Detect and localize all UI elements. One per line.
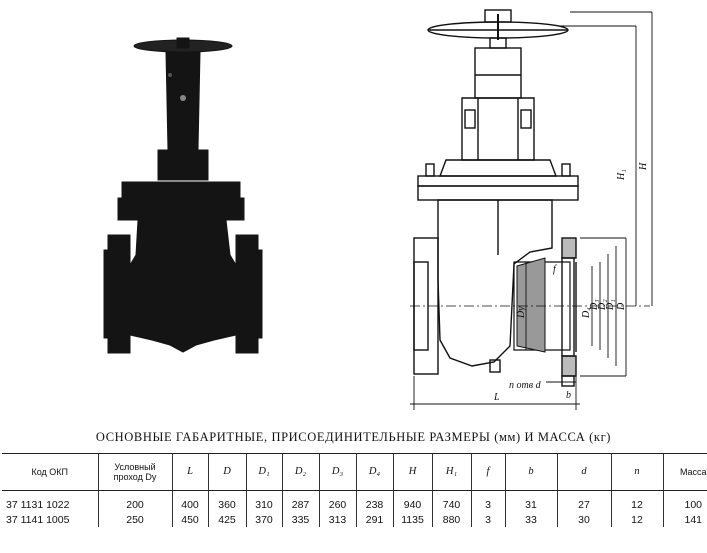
cell-n: 12	[610, 490, 663, 512]
cell-d: 30	[556, 512, 611, 527]
cell-b: 33	[504, 512, 557, 527]
col-D1: D₁	[245, 453, 282, 491]
cell-L: 450	[171, 512, 208, 527]
cell-d: 27	[556, 490, 611, 512]
table-row: 37 1141 1005 250 450 425 370 335 313 291…	[2, 512, 707, 527]
cell-D2: 335	[281, 512, 319, 527]
cell-D2: 287	[281, 490, 319, 512]
spec-table: Код ОКП Условный проход Dy L D D₁ D₂ D₃ …	[2, 453, 707, 527]
cell-D3: 260	[318, 490, 356, 512]
cell-D3: 313	[318, 512, 356, 527]
dim-label-D1: D₁	[605, 299, 616, 311]
cell-L: 400	[171, 490, 208, 512]
dim-label-b: b	[566, 390, 571, 401]
dim-label-Dy: Dy	[516, 306, 527, 319]
col-dy: Условный проход Dy	[97, 453, 172, 491]
cell-H: 1135	[392, 512, 432, 527]
drawings: H₁ H L Dy f b D₄ D₃ D₂ D₁ D n отв d	[103, 9, 653, 410]
col-D4: D₄	[355, 453, 393, 491]
dim-label-D: D	[616, 302, 627, 311]
cell-D4: 238	[355, 490, 393, 512]
col-L: L	[171, 453, 208, 491]
col-D2: D₂	[281, 453, 319, 491]
col-H: H	[392, 453, 432, 491]
cell-f: 3	[470, 490, 505, 512]
cell-H1: 740	[431, 490, 471, 512]
table-header-row: Код ОКП Условный проход Dy L D D₁ D₂ D₃ …	[2, 453, 707, 491]
cell-mass: 141	[662, 512, 707, 527]
dim-label-D3: D₃	[589, 299, 600, 311]
dim-label-H1: H₁	[616, 169, 627, 181]
dim-label-L: L	[493, 392, 500, 403]
valve-photo	[103, 37, 263, 354]
cell-n: 12	[610, 512, 663, 527]
cell-dy: 200	[97, 490, 172, 512]
col-H1: H₁	[431, 453, 471, 491]
col-D: D	[207, 453, 246, 491]
dim-label-D2: D₂	[597, 299, 608, 311]
cell-code: 37 1131 1022	[6, 498, 70, 511]
col-code: Код ОКП	[2, 453, 98, 491]
cell-H: 940	[392, 490, 432, 512]
cell-f: 3	[470, 512, 505, 527]
cell-H1: 880	[431, 512, 471, 527]
col-mass: Масса	[662, 453, 707, 491]
col-n: n	[610, 453, 663, 491]
col-D3: D₃	[318, 453, 356, 491]
cell-D: 360	[207, 490, 246, 512]
dimension-lines	[410, 11, 653, 410]
cell-D1: 370	[245, 512, 282, 527]
cell-D: 425	[207, 512, 246, 527]
col-d: d	[556, 453, 611, 491]
valve-technical-drawing	[410, 9, 650, 387]
dimension-labels: H₁ H L Dy f b D₄ D₃ D₂ D₁ D n отв d	[493, 162, 649, 403]
dim-label-H: H	[638, 162, 649, 171]
dim-label-holes: n отв d	[509, 380, 542, 391]
col-b: b	[504, 453, 557, 491]
col-f: f	[470, 453, 505, 491]
cell-b: 31	[504, 490, 557, 512]
dim-label-D4: D₄	[581, 307, 592, 319]
cell-mass: 100	[662, 490, 707, 512]
table-row: 37 1131 1022 200 400 360 310 287 260 238…	[2, 490, 707, 512]
dim-label-f: f	[553, 264, 557, 275]
cell-code: 37 1141 1005	[6, 513, 70, 526]
table-title: ОСНОВНЫЕ ГАБАРИТНЫЕ, ПРИСОЕДИНИТЕЛЬНЫЕ Р…	[95, 430, 612, 444]
cell-D1: 310	[245, 490, 282, 512]
cell-dy: 250	[97, 512, 172, 527]
cell-D4: 291	[355, 512, 393, 527]
